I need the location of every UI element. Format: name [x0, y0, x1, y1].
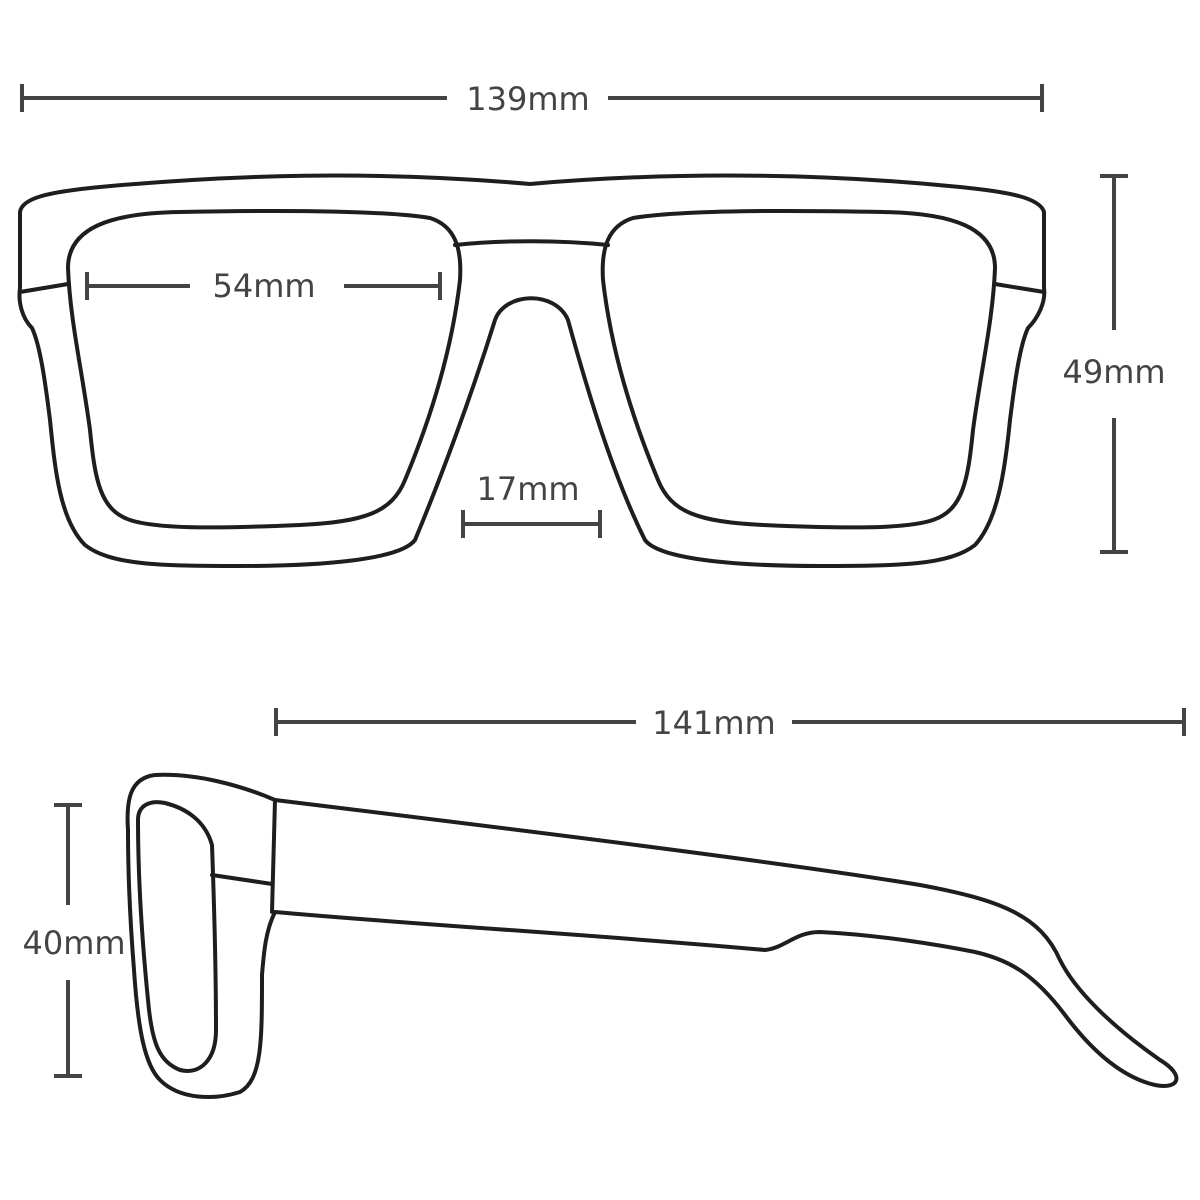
front-brow-line-right — [993, 282, 1046, 294]
hinge-brow-line — [210, 873, 274, 886]
hinge-vertical-line — [270, 798, 277, 914]
bridge-width-label: 17mm — [476, 470, 579, 508]
temple-length-label: 141mm — [652, 704, 775, 742]
lens-height-dimension: 49mm — [1062, 174, 1166, 554]
front-view: 139mm 54mm 17mm — [17, 80, 1166, 568]
frame-height-label: 40mm — [22, 924, 125, 962]
left-lens-outline — [66, 208, 463, 530]
overall-width-label: 139mm — [466, 80, 589, 118]
right-lens-outline — [600, 208, 997, 530]
side-view: 141mm 40mm — [22, 704, 1186, 1099]
lens-width-dimension: 54mm — [85, 267, 442, 305]
overall-width-dimension: 139mm — [20, 80, 1044, 118]
bridge-top-line — [453, 239, 610, 247]
frame-height-dimension: 40mm — [22, 803, 126, 1078]
side-frame-outline — [125, 772, 1179, 1099]
lens-width-label: 54mm — [212, 267, 315, 305]
front-brow-line-left — [18, 282, 70, 294]
lens-height-label: 49mm — [1062, 353, 1165, 391]
temple-length-dimension: 141mm — [274, 704, 1186, 742]
front-frame-outline — [17, 173, 1047, 568]
bridge-width-dimension: 17mm — [461, 470, 602, 538]
side-lens-outline — [136, 800, 218, 1073]
